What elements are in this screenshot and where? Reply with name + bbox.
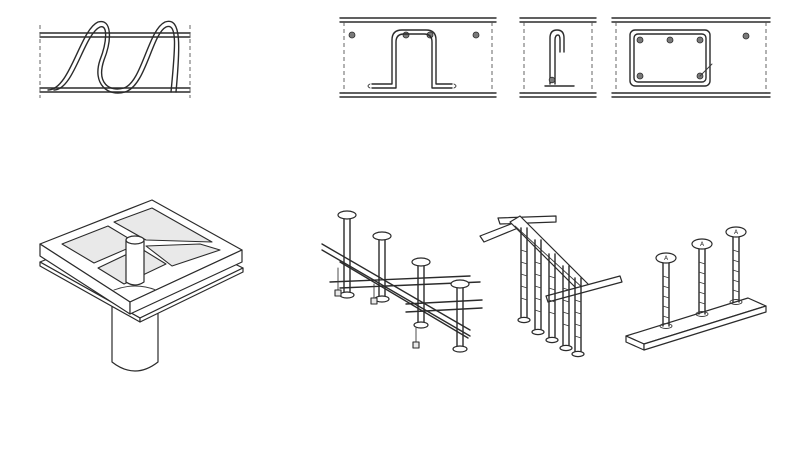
- headed-studs-bar-mat-illustration: [321, 210, 483, 353]
- bent-bar-illustration: [39, 20, 191, 98]
- base-plate-grid-illustration: [39, 199, 244, 372]
- threaded-stud-group: [517, 227, 585, 358]
- beam-hook-bar-illustration: [519, 17, 597, 98]
- three-studs-on-plate-illustration: A A A: [625, 226, 767, 351]
- studs-inclined-rail-illustration: [479, 215, 623, 358]
- stud-head-label: A: [664, 255, 669, 262]
- stud-head-label: A: [700, 241, 705, 248]
- beam-u-stirrup-illustration: [339, 17, 497, 98]
- beam-closed-stirrup-illustration: [611, 17, 771, 98]
- stud-head-label: A: [734, 229, 739, 236]
